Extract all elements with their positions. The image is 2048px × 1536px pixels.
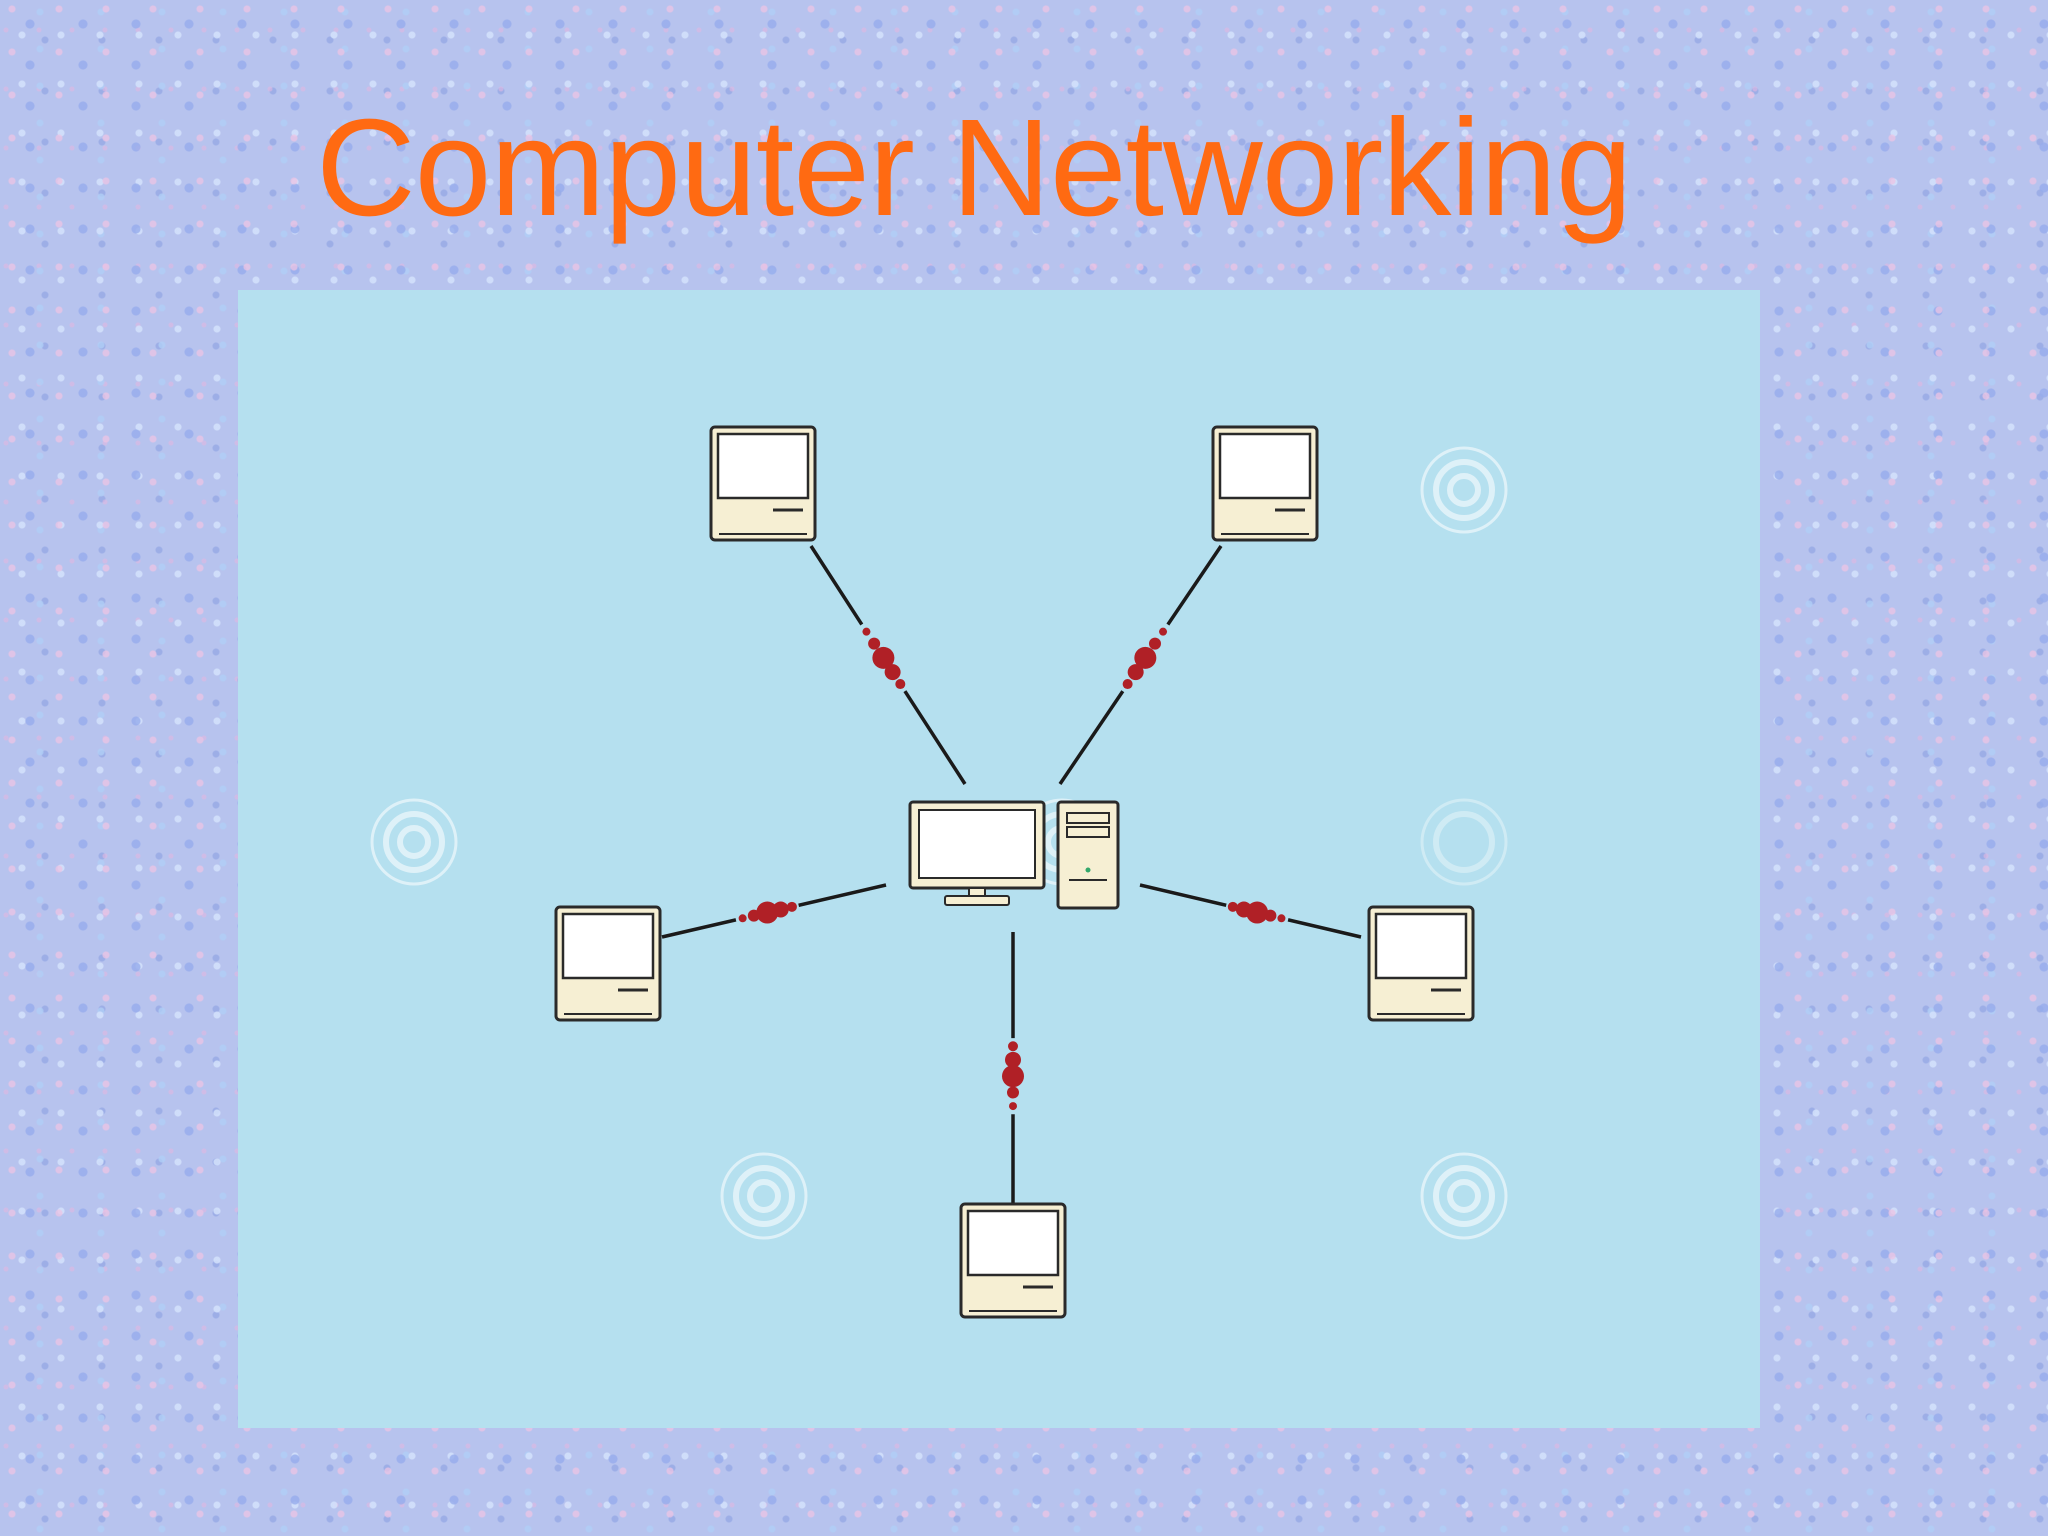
signal-dot — [1009, 1102, 1017, 1111]
network-link — [1139, 883, 1362, 939]
signal-dot — [756, 901, 779, 924]
network-link — [661, 883, 887, 939]
signal-dot — [1122, 679, 1133, 690]
signal-dot — [1005, 1051, 1021, 1068]
spiral-logo-icon — [720, 1152, 808, 1240]
compact-computer-icon — [709, 425, 817, 542]
signal-dot — [772, 901, 789, 918]
signal-dot — [738, 914, 747, 923]
compact-computer-icon — [554, 905, 662, 1022]
signal-dot — [895, 679, 906, 690]
network-diagram — [238, 290, 1760, 1428]
signal-dot — [1227, 901, 1238, 912]
network-link — [809, 545, 967, 785]
network-links — [661, 545, 1362, 1204]
signal-dot — [1127, 664, 1144, 681]
network-link — [1058, 545, 1223, 785]
signal-dot — [872, 646, 895, 669]
signal-dot — [862, 627, 871, 636]
signal-dot — [884, 664, 901, 681]
signal-dot — [1007, 1086, 1019, 1099]
network-nodes — [554, 425, 1475, 1319]
signal-dot — [1134, 646, 1157, 669]
signal-dot — [1002, 1065, 1024, 1088]
spiral-logo-icon — [370, 798, 458, 886]
signal-dot — [1235, 901, 1252, 918]
signal-dot — [1277, 914, 1286, 923]
signal-dot — [1148, 637, 1161, 650]
signal-dot — [1159, 627, 1168, 636]
compact-computer-icon — [959, 1202, 1067, 1319]
signal-dot — [1246, 901, 1269, 924]
signal-dot — [786, 901, 797, 912]
network-diagram-panel — [238, 290, 1760, 1428]
network-link — [1002, 932, 1024, 1204]
compact-computer-icon — [1211, 425, 1319, 542]
desktop-tower-icon — [908, 800, 1120, 910]
spiral-logo-icon — [1420, 798, 1508, 886]
signal-dot — [1008, 1041, 1018, 1052]
spiral-logo-icon — [1420, 1152, 1508, 1240]
slide-title: Computer Networking — [316, 91, 1633, 245]
signal-dot — [868, 637, 881, 650]
compact-computer-icon — [1367, 905, 1475, 1022]
spiral-logo-icon — [1420, 446, 1508, 534]
